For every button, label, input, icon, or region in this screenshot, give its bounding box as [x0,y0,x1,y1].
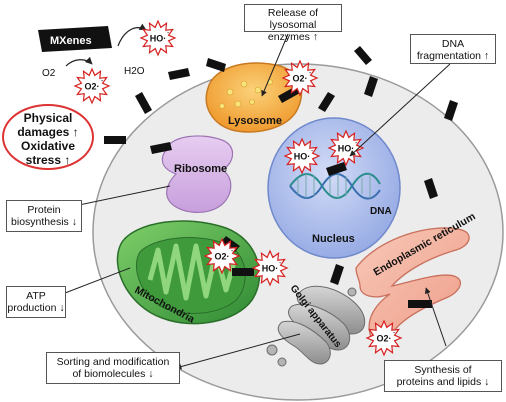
lysosome-label: Lysosome [228,115,282,127]
nucleus: DNA Nucleus [267,117,401,259]
hydroxyl-radical-burst: HO·- [283,137,321,175]
mxene-flake [206,58,226,72]
hydroxyl-radical-label: HO· [338,144,355,154]
mxene-flake [168,68,190,80]
dna-fragmentation-box: DNA fragmentation ↑ [410,34,496,64]
hydroxyl-radical-label: HO· [150,34,167,44]
lysosome: Lysosome [205,62,303,133]
mxene-flake [364,76,378,97]
oxygen-label: O2 [42,68,56,79]
nucleus-label: Nucleus [312,233,355,245]
dna-helix [289,172,381,200]
sorting-box: Sorting and modification of biomolecules… [46,352,180,384]
synthesis-box: Synthesis of proteins and lipids ↓ [384,360,502,392]
lysosomal-release-box: Release of lysosomal enzymes ↑ [244,4,342,43]
radical-charge: - [355,140,358,147]
hydroxyl-radical-burst: HO·- [327,129,365,167]
superoxide-radical-burst: O2·- [203,237,241,275]
hydroxyl-radical-label: HO· [294,152,311,162]
superoxide-radical-label: O2· [292,74,307,84]
mxene-flake [104,136,126,144]
superoxide-radical-burst: O2·- [365,319,403,357]
atp-production-box: ATP production ↓ [6,286,66,318]
superoxide-radical-label: O2· [84,82,99,92]
water-label: H2O [124,66,145,77]
radical-charge: - [101,78,104,85]
mxenes-label: MXenes [50,35,92,47]
mxenes-badge: MXenes [38,26,112,52]
superoxide-radical-label: O2· [376,334,391,344]
ribosome-label: Ribosome [174,163,227,175]
dna-label: DNA [370,206,392,217]
hydroxyl-radical-burst: HO·- [139,19,177,57]
radical-charge: - [393,330,396,337]
mxene-flake [135,92,152,114]
physical-damage-oval: Physical damages ↑ Oxidative stress ↑ [2,104,94,170]
ribosome: Ribosome [161,135,234,213]
mxene-flake [326,162,347,176]
mxene-flake [150,142,172,154]
radical-charge: - [167,30,170,37]
hydroxyl-radical-label: HO· [262,264,279,274]
superoxide-radical-label: O2· [214,252,229,262]
superoxide-radical-burst: O2·- [73,67,111,105]
radical-charge: - [309,70,312,77]
mxene-flake [444,100,458,121]
mxene-flake [330,264,344,285]
golgi-apparatus: Golgi apparatus [266,283,366,367]
mxene-flake [408,300,432,308]
protein-biosynthesis-box: Protein biosynthesis ↓ [6,200,82,232]
radical-charge: - [279,260,282,267]
hydroxyl-radical-burst: HO·- [251,249,289,287]
mxene-flake [232,268,254,276]
radical-charge: - [231,248,234,255]
mxene-flake [424,178,438,199]
redox-cycle [65,23,147,67]
superoxide-radical-burst: O2·- [281,59,319,97]
mxene-flake [318,92,335,112]
mxene-flake [354,46,372,65]
ros-bursts: HO·-O2·-O2·-HO·-HO·-O2·-HO·-O2·- [73,19,403,357]
radical-charge: - [311,148,314,155]
